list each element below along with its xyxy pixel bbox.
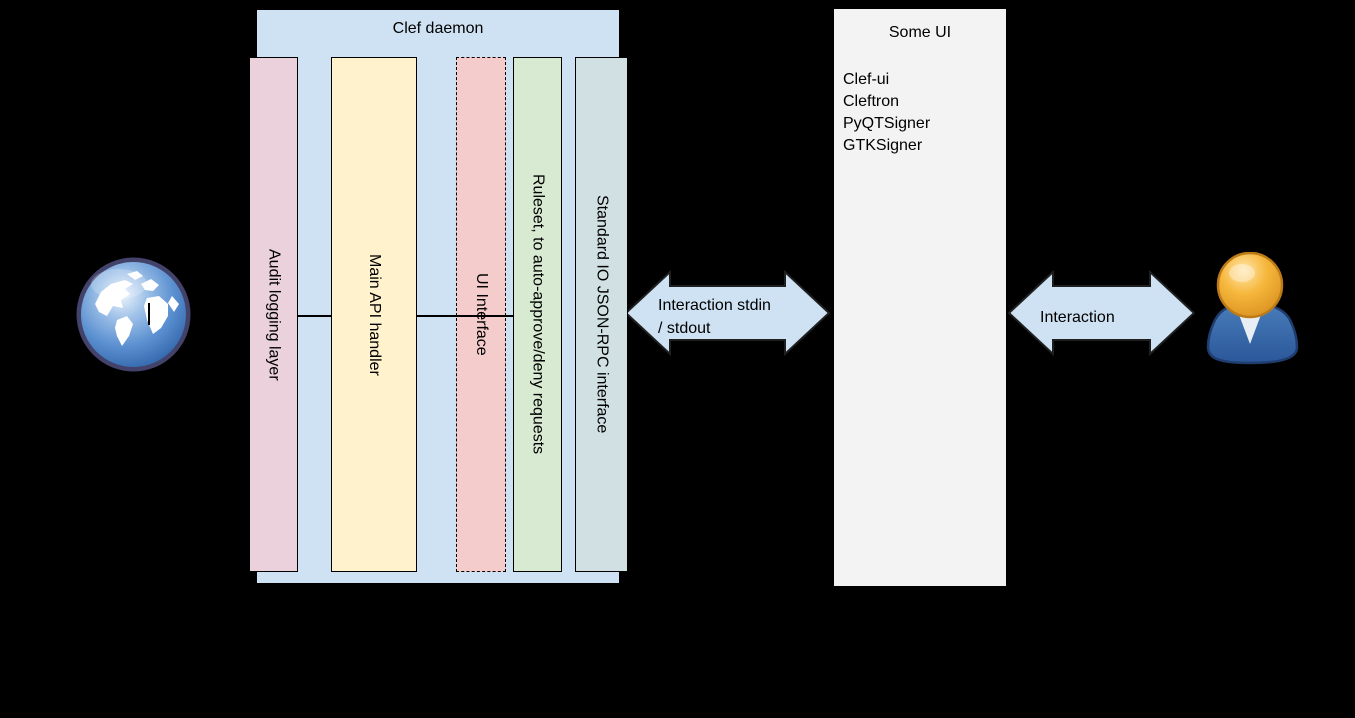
some-ui-item: Cleftron (843, 93, 900, 110)
globe-connector-line (148, 303, 150, 325)
some-ui-title: Some UI (888, 24, 952, 41)
double-arrow-stdio (625, 270, 830, 356)
globe-icon (76, 257, 191, 372)
layer-ruleset: Ruleset, to auto-approve/deny requests (513, 57, 562, 572)
double-arrow-interaction (1008, 270, 1195, 356)
some-ui-item: PyQTSigner (843, 115, 931, 132)
clef-daemon-title: Clef daemon (392, 20, 484, 37)
layer-label: Audit logging layer (265, 248, 283, 381)
layer-ui-interface: UI Interface (456, 57, 506, 572)
arrow-label-stdio: Interaction stdin / stdout (658, 294, 771, 340)
clef-daemon-container (256, 9, 620, 584)
layer-label: Standard IO JSON-RPC interface (593, 195, 611, 434)
layer-stdio-jsonrpc: Standard IO JSON-RPC interface (575, 57, 628, 572)
connector-audit-to-api (298, 315, 331, 317)
layer-main-api-handler: Main API handler (331, 57, 417, 572)
layer-audit-logging: Audit logging layer (249, 57, 298, 572)
connector-api-to-ruleset (417, 315, 513, 317)
layer-label: Main API handler (366, 253, 383, 376)
arrow-label-interaction: Interaction (1040, 309, 1115, 326)
layer-label: Ruleset, to auto-approve/deny requests (529, 174, 547, 455)
layer-label: UI Interface (473, 273, 490, 356)
some-ui-item: Clef-ui (843, 71, 890, 88)
some-ui-list: Clef-ui Cleftron PyQTSigner GTKSigner (834, 69, 1006, 157)
user-icon (1206, 252, 1299, 365)
arrow-label-line1: Interaction stdin (658, 297, 771, 314)
some-ui-item: GTKSigner (843, 137, 923, 154)
arrow-label-line2: / stdout (658, 320, 711, 337)
some-ui-box: Some UI Clef-ui Cleftron PyQTSigner GTKS… (833, 8, 1007, 587)
